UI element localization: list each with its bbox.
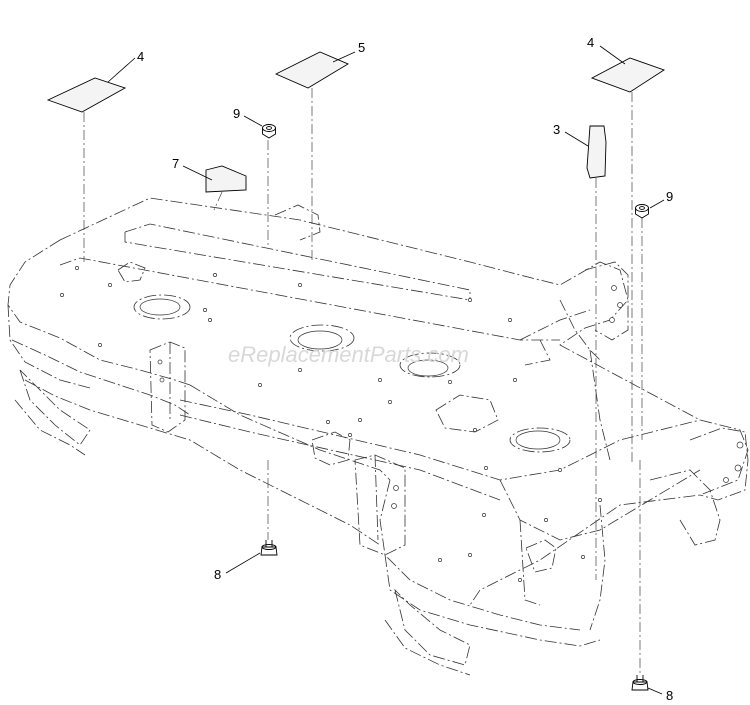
decal-7 bbox=[205, 165, 247, 193]
decal-5 bbox=[274, 51, 349, 89]
nut-9-right bbox=[635, 204, 649, 219]
bolt-8-right bbox=[631, 675, 649, 691]
decal-3 bbox=[586, 125, 607, 179]
callout-5: 5 bbox=[358, 40, 365, 55]
callout-9-left: 9 bbox=[233, 106, 240, 121]
callout-8-left: 8 bbox=[214, 567, 221, 582]
callout-4-right: 4 bbox=[587, 35, 594, 50]
mower-deck-outline bbox=[7, 197, 749, 676]
callout-7: 7 bbox=[172, 156, 179, 171]
nut-9-left bbox=[262, 124, 276, 139]
bolt-8-left bbox=[260, 540, 278, 556]
callout-3: 3 bbox=[553, 122, 560, 137]
callout-8-right: 8 bbox=[666, 688, 673, 703]
drop-centerlines bbox=[83, 88, 643, 675]
leader-lines bbox=[107, 45, 665, 695]
decal-4-right bbox=[590, 57, 666, 93]
watermark: eReplacementParts.com bbox=[228, 342, 469, 367]
callout-4-left: 4 bbox=[137, 49, 144, 64]
callout-9-right: 9 bbox=[666, 189, 673, 204]
decal-4-left bbox=[46, 77, 127, 113]
